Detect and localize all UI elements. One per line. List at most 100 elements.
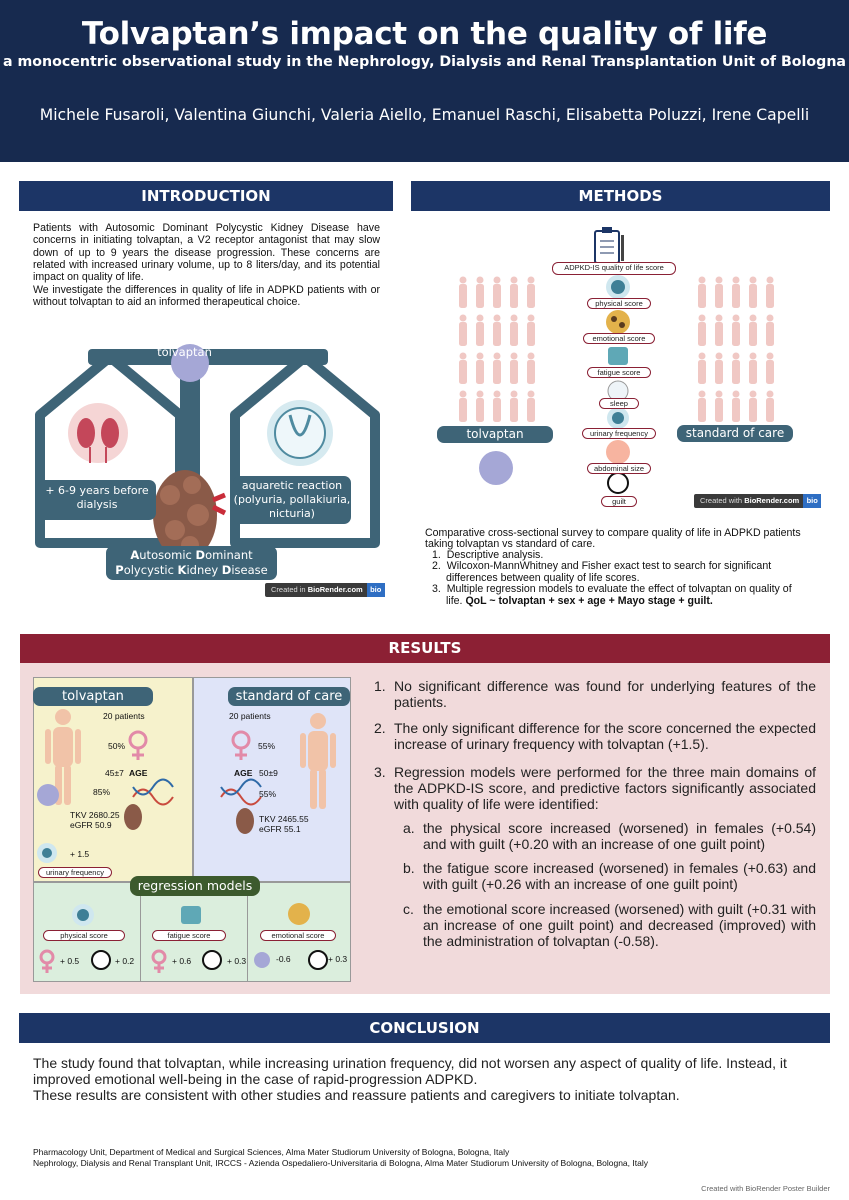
person-icon [749, 276, 757, 284]
person-body [459, 284, 467, 308]
person-body [749, 360, 757, 384]
person-body [698, 398, 706, 422]
regression-formula: QoL ~ tolvaptan + sex + age + Mayo stage… [465, 594, 713, 607]
regression-divider-1 [140, 896, 141, 982]
domain-physical: physical score [587, 298, 651, 309]
person-body [527, 284, 535, 308]
person-body [732, 398, 740, 422]
person-icon [493, 352, 501, 360]
standard-of-care-group-label: standard of care [677, 425, 793, 442]
person-body [715, 322, 723, 346]
female-symbol-icon [39, 730, 251, 973]
person-icon [766, 314, 774, 322]
person-icon [698, 276, 706, 284]
letter-k: K [177, 563, 187, 577]
person-body [510, 322, 518, 346]
person-icon [749, 390, 757, 398]
person-icon [510, 276, 518, 284]
tolvaptan-tkv: TKV 2680.25 [70, 810, 120, 820]
person-icon [476, 390, 484, 398]
affiliations: Pharmacology Unit, Department of Medical… [33, 1147, 813, 1168]
regression-fatigue-label: fatigue score [152, 930, 226, 941]
standard-egfr: eGFR 55.1 [259, 824, 301, 834]
created-with-text: Created with [700, 496, 745, 505]
poster-authors: Michele Fusaroli, Valentina Giunchi, Val… [39, 106, 810, 124]
person-icon [510, 314, 518, 322]
person-icon [715, 352, 723, 360]
step-2-text: Wilcoxon-MannWhitney and Fisher exact te… [446, 560, 772, 584]
tolvaptan-egfr: eGFR 50.9 [70, 820, 112, 830]
poster-builder-credit: Created with BioRender Poster Builder [701, 1184, 830, 1193]
survey-title: ADPKD-IS quality of life score [552, 262, 676, 275]
person-icon [766, 276, 774, 284]
person-icon [493, 314, 501, 322]
tolvaptan-patients: 20 patients [103, 711, 145, 721]
person-icon [459, 276, 467, 284]
conclusion-heading: CONCLUSION [19, 1013, 830, 1043]
person-body [527, 360, 535, 384]
tolvaptan-urinary-delta: + 1.5 [70, 849, 90, 859]
biorender-text: BioRender.com [744, 496, 800, 505]
result-subitem-b-text: the fatigue score increased (worsened) i… [423, 860, 816, 892]
step-1-text: Descriptive analysis. [446, 549, 544, 561]
affiliation-2: Nephrology, Dialysis and Renal Transplan… [33, 1157, 648, 1168]
person-icon [715, 276, 723, 284]
polycystic-kidney-icon [153, 470, 227, 560]
results-heading: RESULTS [20, 634, 830, 663]
person-body [732, 322, 740, 346]
person-body [476, 360, 484, 384]
methods-step-1: 1. Descriptive analysis. [432, 549, 544, 561]
tolvaptan-female-pct: 50% [108, 741, 126, 751]
person-body [476, 284, 484, 308]
letter-p: P [115, 563, 124, 577]
person-body [698, 322, 706, 346]
person-icon [715, 314, 723, 322]
person-body [732, 360, 740, 384]
methods-steps: 1. Descriptive analysis. 2. Wilcoxon-Man… [432, 549, 810, 607]
letter-a: A [130, 548, 140, 562]
conclusion-paragraph-2: These results are consistent with other … [33, 1087, 680, 1103]
person-icon [527, 352, 535, 360]
person-body [766, 398, 774, 422]
person-body [766, 284, 774, 308]
result-subitem-b: b.the fatigue score increased (worsened)… [403, 860, 816, 892]
regression-fatigue-guilt: + 0.3 [227, 956, 247, 966]
introduction-paragraph-1: Patients with Autosomic Dominant Polycys… [33, 222, 380, 284]
methods-step-3: 3. Multiple regression models to evaluat… [432, 583, 792, 607]
tolvaptan-patients-pictogram [459, 276, 535, 422]
person-body [476, 398, 484, 422]
person-body [715, 360, 723, 384]
person-body [732, 284, 740, 308]
standard-tkv: TKV 2465.55 [259, 814, 309, 824]
person-body [749, 322, 757, 346]
person-icon [732, 276, 740, 284]
person-body [493, 360, 501, 384]
regression-divider-2 [247, 896, 248, 982]
person-body [527, 322, 535, 346]
person-icon [732, 390, 740, 398]
person-icon [476, 314, 484, 322]
person-body [510, 284, 518, 308]
person-icon [527, 276, 535, 284]
methods-intro: Comparative cross-sectional survey to co… [425, 527, 801, 551]
tolvaptan-age-label: AGE [129, 768, 148, 778]
bladder-icon [267, 400, 333, 466]
person-icon [493, 390, 501, 398]
person-body [510, 360, 518, 384]
person-icon [749, 352, 757, 360]
affiliation-1: Pharmacology Unit, Department of Medical… [33, 1147, 510, 1157]
tolvaptan-age: 45±7 [105, 768, 124, 778]
person-icon [459, 314, 467, 322]
methods-heading: METHODS [411, 181, 830, 211]
person-icon [527, 314, 535, 322]
regression-physical-label: physical score [43, 930, 125, 941]
person-body [527, 398, 535, 422]
result-item-3: 3.Regression models were performed for t… [374, 764, 816, 812]
regression-models-label: regression models [130, 876, 260, 896]
person-icon [698, 390, 706, 398]
domain-sleep: sleep [599, 398, 639, 409]
person-body [749, 284, 757, 308]
result-item-3-text: Regression models were performed for the… [394, 764, 816, 812]
person-body [749, 398, 757, 422]
